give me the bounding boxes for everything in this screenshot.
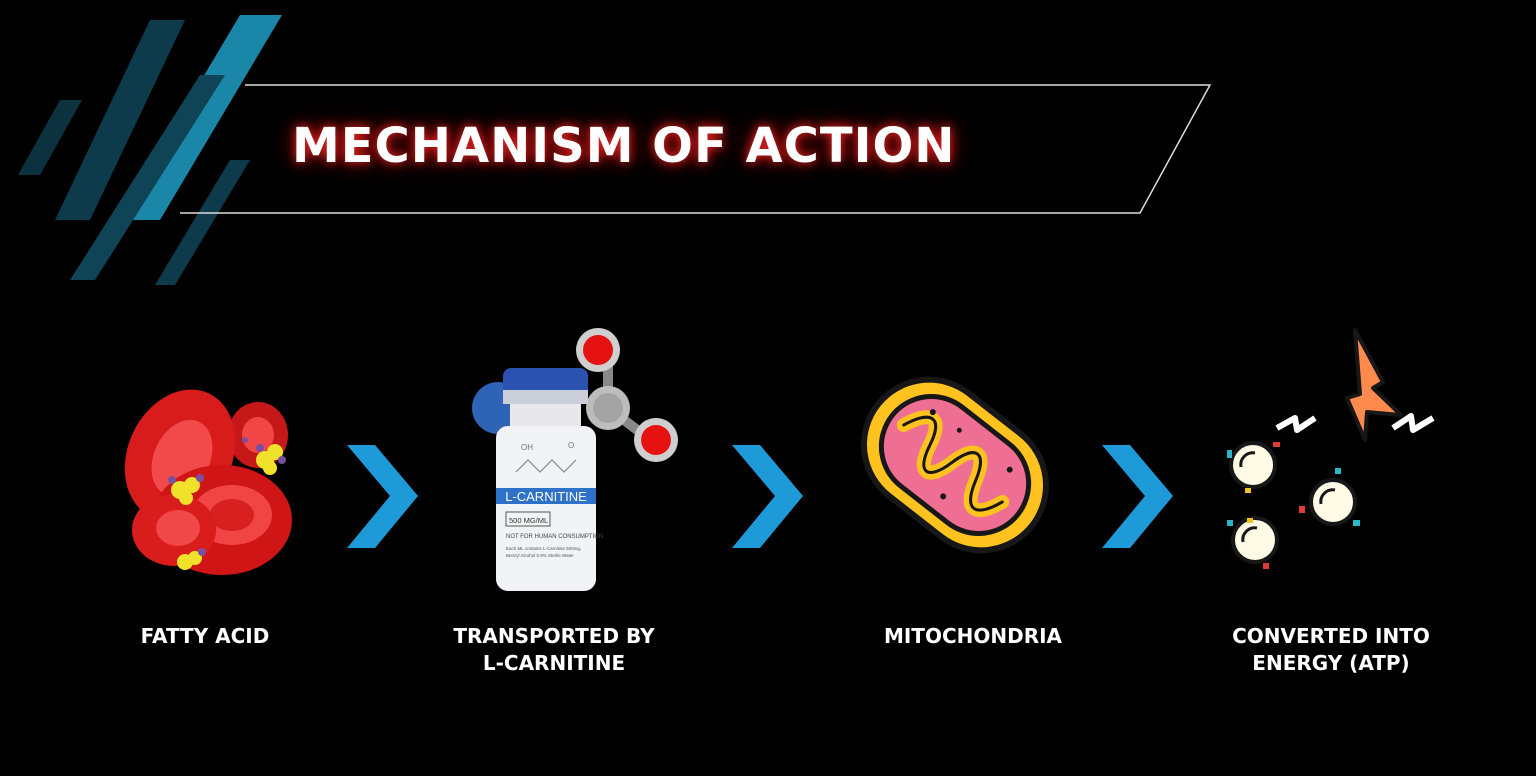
step-label-mitochondria: MITOCHONDRIA bbox=[883, 624, 1063, 648]
chevron-right-icon bbox=[347, 445, 418, 548]
chevron-right-icon bbox=[732, 445, 803, 548]
red-blood-cell-icon bbox=[124, 389, 292, 575]
vial-fine-print-1: Each ML contains L-Carnitine 500mg, bbox=[506, 546, 581, 551]
vial-formula-oh: OH bbox=[521, 443, 533, 452]
vial-formula-o: O bbox=[568, 441, 574, 450]
step-label-fatty-acid: FATTY ACID bbox=[140, 624, 270, 648]
vial-fine-print-2: Benzyl Alcohol 0.9% Sterile Water bbox=[506, 553, 574, 558]
step-label-energy: CONVERTED INTO ENERGY (ATP) bbox=[1232, 624, 1430, 675]
vial-concentration: 500 MG/ML bbox=[509, 516, 548, 525]
atp-energy-icon bbox=[1227, 328, 1435, 569]
vial-label: L-CARNITINE bbox=[505, 489, 587, 504]
page-title: MECHANISM OF ACTION bbox=[292, 118, 956, 174]
title-frame bbox=[180, 84, 1212, 214]
mitochondria-icon bbox=[860, 376, 1050, 554]
step-label-transported: TRANSPORTED BY L-CARNITINE bbox=[453, 624, 655, 675]
chevron-right-icon bbox=[1102, 445, 1173, 548]
l-carnitine-vial-icon: L-CARNITINE OH O 500 MG/ML NOT FOR HUMAN… bbox=[472, 328, 678, 591]
vial-warning: NOT FOR HUMAN CONSUMPTION bbox=[506, 534, 603, 540]
decorative-stripes bbox=[18, 15, 282, 285]
